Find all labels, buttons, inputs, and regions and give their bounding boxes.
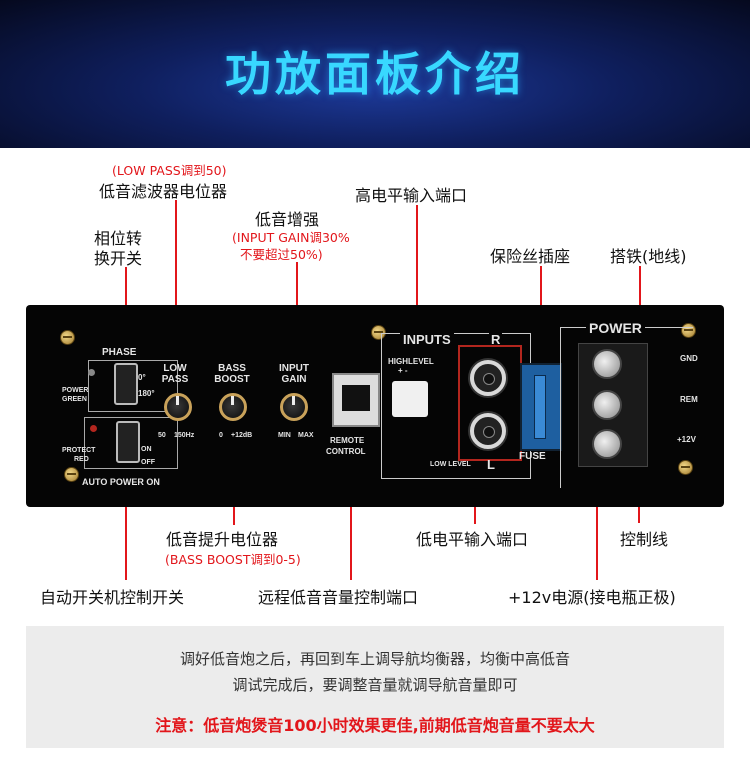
bassboost-label: 低音提升电位器	[166, 530, 279, 549]
low-pass-text-2: PASS	[161, 374, 189, 385]
amplifier-panel-photo: PHASE 0° 180° POWER GREEN PROTECT RED ON…	[26, 305, 724, 507]
rca-right-jack	[470, 360, 506, 396]
autopower-leader-line	[125, 445, 127, 580]
on-text: ON	[141, 446, 152, 453]
input-gain-text-2: GAIN	[281, 374, 307, 385]
ground-label: 搭铁(地线)	[610, 247, 687, 266]
auto-power-text: AUTO POWER ON	[82, 477, 160, 487]
protect-red-text: RED	[74, 456, 89, 463]
phase-switch	[114, 363, 138, 405]
instruction-line-1: 调好低音炮之后，再回到车上调导航均衡器，均衡中高低音	[179, 650, 570, 668]
control-text: CONTROL	[326, 447, 366, 456]
ig-max-text: MAX	[298, 432, 314, 439]
ig-min-text: MIN	[278, 432, 291, 439]
rem-terminal	[592, 390, 622, 420]
input-gain-knob	[280, 393, 308, 421]
phase-label-line1: 相位转	[94, 229, 143, 248]
gain-setting-note-2: 不要超过50%)	[240, 247, 323, 262]
screw-icon	[60, 330, 75, 345]
r-text: R	[489, 332, 503, 347]
phase-label-line2: 换开关	[94, 249, 143, 268]
plusminus-text: + -	[398, 366, 408, 375]
screw-icon	[64, 467, 79, 482]
lowlevel-input-label: 低电平输入端口	[416, 530, 529, 549]
note-box: 调好低音炮之后，再回到车上调导航均衡器，均衡中高低音 调试完成后，要调整音量就调…	[26, 626, 724, 748]
lp-max-text: 150Hz	[174, 432, 195, 439]
v12-terminal	[592, 429, 622, 459]
gnd-text: GND	[680, 354, 698, 363]
rca-left-jack	[470, 413, 506, 449]
bassboost-setting-note: (BASS BOOST调到0-5)	[165, 552, 301, 567]
protect-text: PROTECT	[62, 447, 96, 454]
remote-port	[332, 373, 380, 427]
highlevel-text: HIGHLEVEL	[388, 357, 434, 366]
phase-frame	[88, 360, 178, 412]
power-12v-label: +12v电源(接电瓶正极)	[508, 588, 676, 607]
bass-boost-knob	[219, 393, 247, 421]
highlevel-leader-line	[416, 205, 418, 390]
protect-led-icon	[90, 425, 97, 432]
power12v-leader-line	[596, 440, 598, 580]
power-green-text: POWER	[62, 387, 89, 394]
low-pass-text: LOW	[163, 363, 187, 374]
control-wire-label: 控制线	[620, 530, 669, 549]
remote-text: REMOTE	[330, 436, 365, 445]
screw-icon	[678, 460, 693, 475]
inputs-text: INPUTS	[400, 332, 454, 347]
fuse-socket	[520, 363, 562, 451]
fuse-text: FUSE	[519, 451, 546, 462]
low-pass-knob	[164, 393, 192, 421]
phase-0-text: 0°	[138, 373, 146, 382]
lowpass-label: 低音滤波器电位器	[99, 182, 228, 201]
autopower-switch	[116, 421, 140, 463]
instruction-line-2: 调试完成后，要调整音量就调导航音量即可	[232, 676, 518, 694]
remote-port-label: 远程低音音量控制端口	[258, 588, 419, 607]
remote-leader-line	[350, 460, 352, 580]
low-level-text: LOW LEVEL	[430, 461, 471, 468]
bass-boost-text: BASS	[218, 363, 246, 374]
highlevel-connector	[392, 381, 428, 417]
input-gain-text: INPUT	[279, 363, 309, 374]
fuse-socket-label: 保险丝插座	[490, 247, 571, 266]
l-text: L	[487, 457, 495, 472]
bb-max-text: +12dB	[231, 432, 253, 439]
power-led-icon	[88, 369, 95, 376]
power-green-text-2: GREEN	[62, 396, 87, 403]
phase-180-text: 180°	[138, 389, 155, 398]
autopower-switch-label: 自动开关机控制开关	[40, 588, 185, 607]
off-text: OFF	[141, 459, 155, 466]
lowpass-leader-line	[175, 200, 177, 395]
lp-min-text: 50	[158, 432, 166, 439]
autopower-frame	[84, 417, 178, 469]
bb-min-text: 0	[219, 432, 223, 439]
gain-label: 低音增强	[255, 210, 320, 229]
bass-boost-text-2: BOOST	[214, 374, 250, 385]
header-banner: 功放面板介绍	[0, 0, 750, 148]
warning-note: 注意：低音炮煲音100小时效果更佳,前期低音炮音量不要太大	[155, 716, 595, 735]
screw-icon	[681, 323, 696, 338]
gnd-terminal	[592, 349, 622, 379]
v12-text: +12V	[677, 435, 696, 444]
lowpass-setting-note: (LOW PASS调到50)	[112, 163, 227, 178]
rem-text: REM	[680, 395, 698, 404]
gain-setting-note-1: (INPUT GAIN调30%	[232, 230, 350, 245]
highlevel-input-label: 高电平输入端口	[355, 186, 468, 205]
page-title: 功放面板介绍	[225, 47, 525, 101]
phase-text: PHASE	[102, 347, 137, 358]
power-text: POWER	[586, 320, 645, 336]
screw-icon	[371, 325, 386, 340]
